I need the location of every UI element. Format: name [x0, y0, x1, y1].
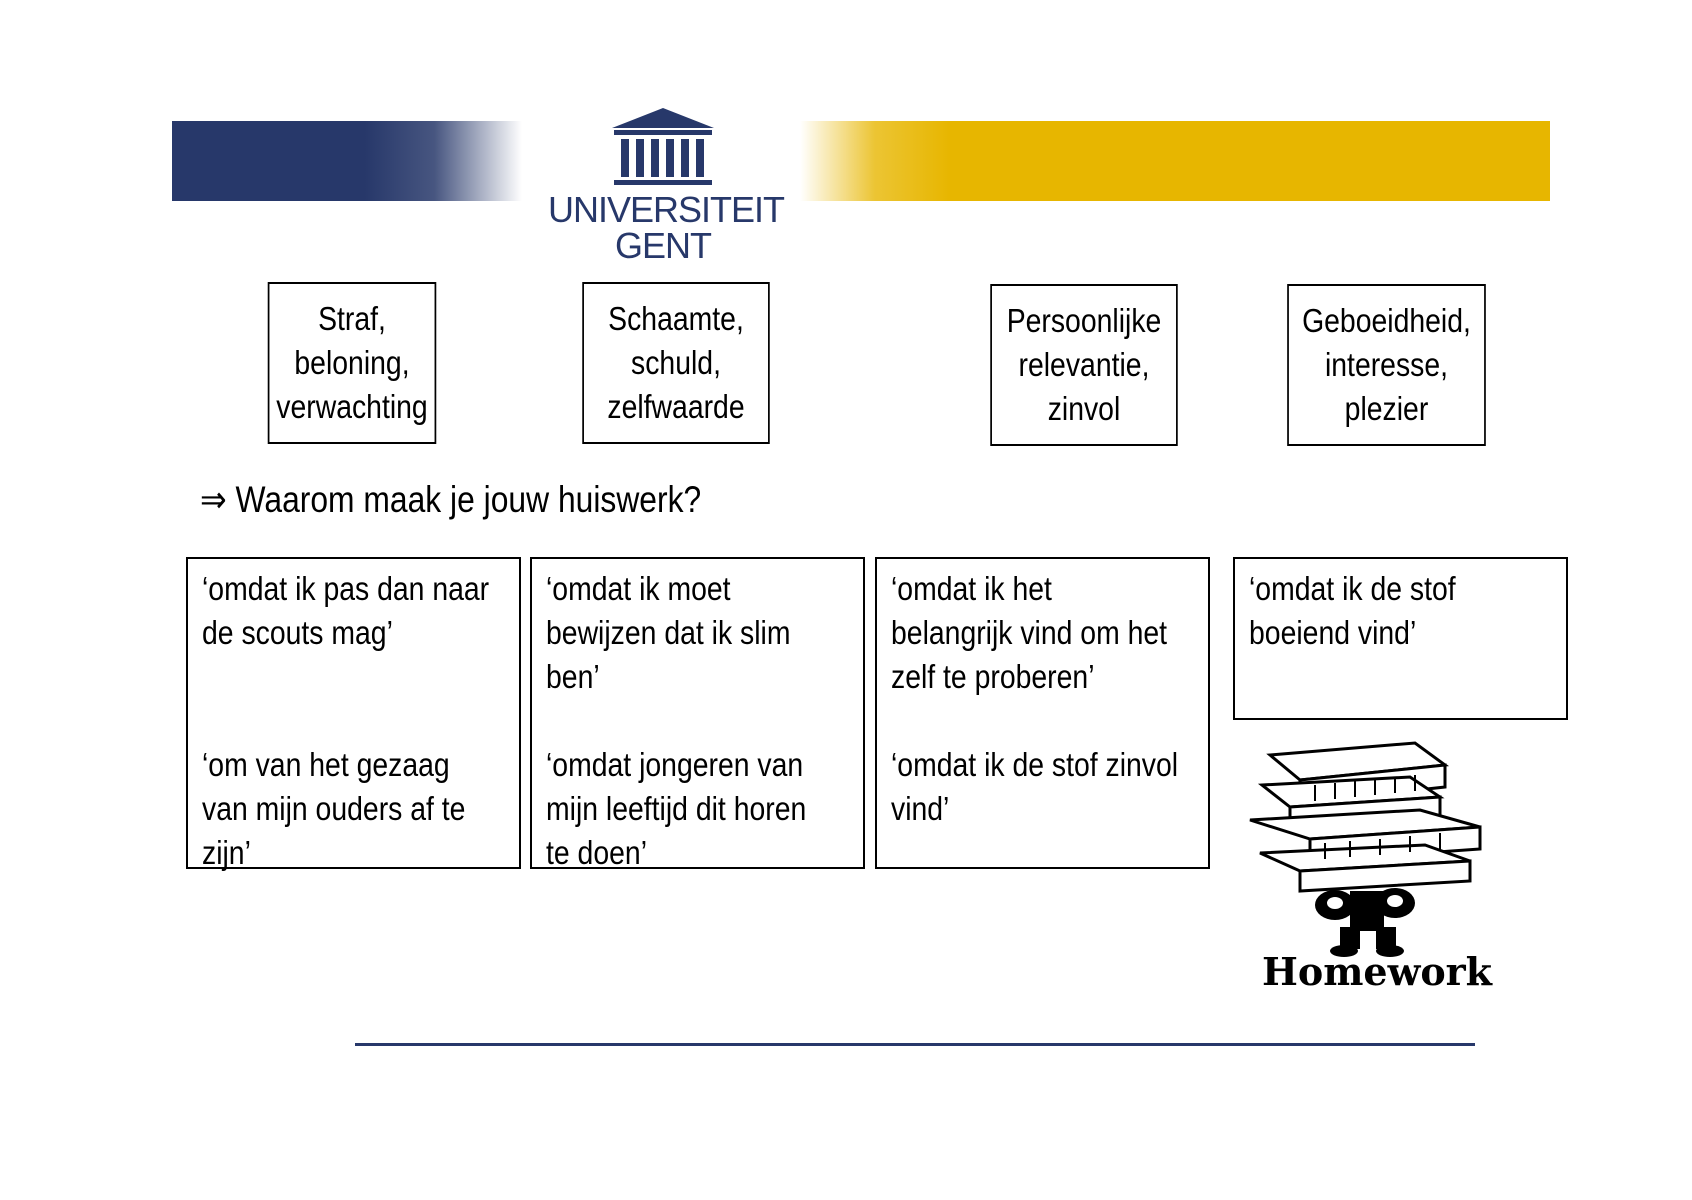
question-text: Waarom maak je jouw huiswerk? — [235, 479, 702, 520]
footer-rule — [355, 1043, 1475, 1046]
answer-line: bewijzen dat ik slim — [546, 614, 791, 651]
question-heading: ⇒ Waarom maak je jouw huiswerk? — [200, 478, 701, 522]
header-band-blue — [172, 121, 522, 201]
category-line: Geboeidheid, — [1302, 302, 1471, 339]
answer-line: ‘omdat jongeren van — [546, 746, 804, 783]
answer-line: de scouts mag’ — [202, 614, 393, 651]
answer-box-2: ‘omdat ik moet bewijzen dat ik slim ben’… — [530, 557, 865, 871]
category-line: Straf, — [318, 300, 386, 337]
category-line: relevantie, — [1018, 346, 1150, 383]
category-box-persoonlijke: Persoonlijke relevantie, zinvol — [990, 284, 1178, 446]
answer-line: zijn’ — [202, 834, 251, 871]
answer-line: ‘omdat ik de stof zinvol — [891, 746, 1179, 783]
category-line: Schaamte, — [608, 300, 744, 337]
category-line: plezier — [1344, 390, 1429, 427]
answer-line: te doen’ — [546, 834, 647, 871]
answer-line: ‘omdat ik de stof — [1249, 570, 1456, 607]
answer-line: zelf te proberen’ — [891, 658, 1095, 695]
logo-text-line2: GENT — [614, 225, 712, 266]
answer-line: ben’ — [546, 658, 600, 695]
category-line: schuld, — [631, 344, 721, 381]
answer-line: ‘omdat ik pas dan naar — [202, 570, 490, 607]
answer-line: ‘omdat ik het — [891, 570, 1052, 607]
category-line: beloning, — [294, 344, 410, 381]
category-line: Persoonlijke — [1006, 302, 1162, 339]
category-line: zelfwaarde — [607, 388, 745, 425]
logo-text-line1: UNIVERSITEIT — [548, 189, 785, 230]
answer-line: boeiend vind’ — [1249, 614, 1417, 651]
answer-line: mijn leeftijd dit horen — [546, 790, 807, 827]
answer-line: belangrijk vind om het — [891, 614, 1168, 651]
implies-arrow-icon: ⇒ — [200, 479, 227, 520]
header-band-yellow — [800, 121, 1550, 201]
category-line: verwachting — [276, 388, 428, 425]
building-icon — [612, 108, 714, 185]
homework-caption: Homework — [1262, 949, 1493, 994]
category-box-schaamte: Schaamte, schuld, zelfwaarde — [582, 282, 770, 444]
university-logo: UNIVERSITEIT GENT — [548, 106, 785, 266]
category-line: interesse, — [1324, 346, 1449, 383]
answer-line: van mijn ouders af te — [202, 790, 466, 827]
answer-box-4: ‘omdat ik de stof boeiend vind’ — [1233, 557, 1568, 720]
answer-box-1: ‘omdat ik pas dan naar de scouts mag’ ‘o… — [186, 557, 521, 871]
category-box-geboeidheid: Geboeidheid, interesse, plezier — [1287, 284, 1486, 446]
answer-box-3: ‘omdat ik het belangrijk vind om het zel… — [875, 557, 1210, 869]
category-line: zinvol — [1047, 390, 1121, 427]
answer-line: ‘om van het gezaag — [202, 746, 450, 783]
homework-illustration: Homework — [1249, 741, 1493, 994]
answer-line: ‘omdat ik moet — [546, 570, 731, 607]
answer-line: vind’ — [891, 790, 950, 827]
category-box-straf: Straf, beloning, verwachting — [267, 282, 437, 444]
